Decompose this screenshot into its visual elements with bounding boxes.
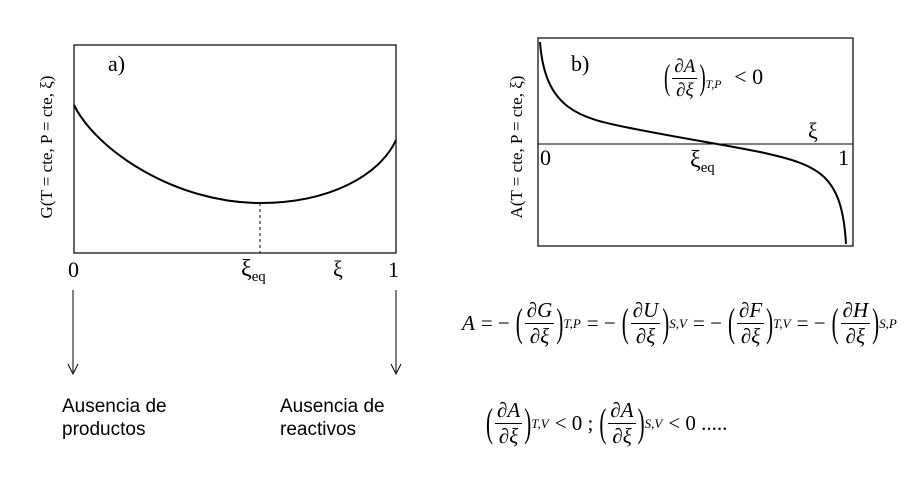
panel-a-gibbs-curve [73, 104, 397, 205]
panel-a-xi-label: ξ [333, 256, 343, 281]
equation-affinity: A = − ( ∂G∂ξ ) T,P = − ( ∂U∂ξ ) S,V = − … [462, 298, 897, 348]
deriv-f-term: ( ∂F∂ξ ) [727, 298, 774, 348]
caption-no-reactants: Ausencia de reactivos [280, 396, 385, 440]
panel-a-arrows [67, 290, 402, 376]
panel-a-tick-1: 1 [388, 257, 399, 282]
deriv-a-sv-term: ( ∂A∂ξ ) [599, 398, 645, 448]
panel-b-xi-eq-label: ξeq [690, 147, 715, 177]
arrow-left-head [67, 363, 79, 376]
deriv-g-term: ( ∂G∂ξ ) [515, 298, 564, 348]
deriv-a-tv-term: ( ∂A∂ξ ) [486, 398, 532, 448]
equation-conditions: ( ∂A∂ξ ) T,V < 0 ; ( ∂A∂ξ ) S,V < 0 ....… [486, 398, 728, 448]
panel-b-frame [537, 37, 854, 247]
panel-b-inequality: ( ∂A∂ξ ) T,P < 0 [664, 56, 764, 101]
panel-a-label: a) [108, 51, 126, 76]
panel-b-tick-0: 0 [540, 145, 551, 170]
panel-a-plot [73, 44, 397, 254]
panel-a-tick-0: 0 [68, 257, 79, 282]
arrow-right-head [390, 363, 402, 376]
panel-b-y-axis-label: A(T = cte, P = cte, ξ) [507, 75, 526, 219]
panel-b-tick-1: 1 [838, 145, 849, 170]
panel-b-affinity-curve [539, 41, 847, 245]
panel-b-plot [537, 37, 854, 247]
panel-a-frame [73, 44, 397, 254]
deriv-u-term: ( ∂U∂ξ ) [621, 298, 670, 348]
deriv-h-term: ( ∂H∂ξ ) [831, 298, 880, 348]
caption-no-products: Ausencia de productos [62, 396, 167, 440]
panel-a-xi-eq-label: ξeq [241, 256, 266, 286]
panel-b-xi-label: ξ [808, 118, 818, 143]
panel-b-label: b) [571, 51, 590, 76]
